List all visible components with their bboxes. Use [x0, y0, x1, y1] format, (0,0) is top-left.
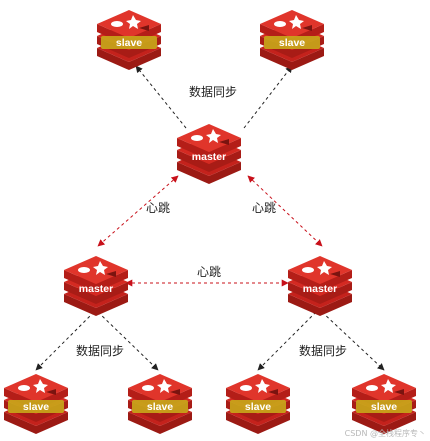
node-label: master: [303, 283, 337, 295]
node-label: slave: [147, 401, 173, 413]
edge-label-heartbeat-middle: 心跳: [197, 265, 221, 279]
node-label: slave: [371, 401, 397, 413]
sync-arrow-right-1: [257, 311, 317, 371]
slave-node-bottom-3: slave: [226, 374, 290, 434]
slave-node-bottom-4: slave: [352, 374, 416, 434]
edge-label-heartbeat-left: 心跳: [146, 201, 170, 215]
edge-label-sync-right: 数据同步: [299, 343, 347, 358]
node-label: slave: [279, 37, 305, 49]
edge-label-sync-top: 数据同步: [189, 84, 237, 99]
sync-arrow-left-1: [35, 311, 95, 371]
node-label: slave: [23, 401, 49, 413]
watermark: CSDN @全栈程序专丶: [345, 428, 426, 438]
slave-node-top-right: slave: [260, 10, 324, 70]
node-label: slave: [245, 401, 271, 413]
slave-node-bottom-2: slave: [128, 374, 192, 434]
sync-arrow-right-2: [321, 311, 385, 371]
edge-label-sync-left: 数据同步: [76, 343, 124, 358]
slave-node-bottom-1: slave: [4, 374, 68, 434]
sync-arrow-top-left: [135, 65, 187, 129]
slave-node-top-left: slave: [97, 10, 161, 70]
heartbeat-arrow-right: [247, 175, 323, 247]
node-label: slave: [116, 37, 142, 49]
master-node-left: master: [64, 256, 128, 316]
node-label: master: [192, 151, 226, 163]
sync-arrow-left-2: [97, 311, 159, 371]
edge-label-heartbeat-right: 心跳: [252, 201, 276, 215]
master-node-right: master: [288, 256, 352, 316]
master-node-top: master: [177, 124, 241, 184]
sync-arrow-top-right: [243, 65, 293, 129]
node-label: master: [79, 283, 113, 295]
